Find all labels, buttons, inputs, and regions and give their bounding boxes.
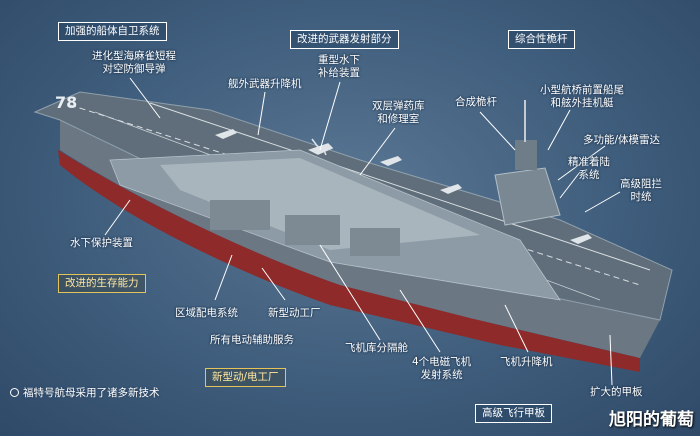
box-new-power-plant: 新型动/电工厂: [205, 368, 286, 387]
aircraft-2: [380, 156, 402, 166]
island-top: [515, 140, 537, 170]
footnote: 福特号航母采用了诸多新技术: [10, 385, 160, 400]
label-underwater-protection: 水下保护装置: [70, 237, 133, 249]
watermark: 旭阳的葡萄: [609, 410, 694, 430]
compartment-2: [285, 215, 340, 245]
label-aircraft-elevator: 飞机升降机: [500, 356, 553, 368]
aircraft-5: [215, 129, 237, 139]
label-magazine: 双层弹药库 和修理室: [372, 100, 425, 125]
label-composite-mast: 合成桅杆: [455, 96, 497, 108]
box-weapon-launch: 改进的武器发射部分: [290, 30, 399, 49]
label-electric-aux: 所有电动辅助服务: [210, 334, 294, 346]
box-survivability: 改进的生存能力: [58, 274, 146, 293]
compartment-1: [210, 200, 270, 230]
box-integrated-mast: 综合性桅杆: [508, 30, 575, 49]
label-weapon-elevator: 舰外武器升降机: [228, 78, 302, 90]
label-new-powerplant: 新型动工厂: [268, 307, 321, 319]
footnote-text: 福特号航母采用了诸多新技术: [23, 387, 160, 399]
box-flight-deck: 高级飞行甲板: [475, 404, 552, 423]
island: [494, 167, 561, 226]
label-emals: 4个电磁飞机 发射系统: [412, 356, 472, 381]
bullet-circle-icon: [10, 388, 19, 397]
label-aircraft-deck-area: 飞机库分隔舱: [345, 342, 408, 354]
aircraft-3: [440, 184, 462, 194]
hull-side: [60, 120, 660, 358]
label-sea-sparrow: 进化型海麻雀短程 对空防御导弹: [92, 50, 176, 75]
hull-number: 78: [55, 93, 78, 112]
hangar-inner: [160, 158, 480, 250]
label-underway-replenishment: 重型水下 补给装置: [318, 54, 360, 79]
hull-red: [58, 150, 640, 372]
label-landing-system: 精准着陆 系统: [568, 156, 610, 181]
label-radar: 多功能/体模雷达: [583, 134, 661, 146]
aircraft-4: [570, 234, 592, 244]
box-hull-defense: 加强的船体自卫系统: [58, 22, 167, 41]
label-expanded-deck: 扩大的甲板: [590, 386, 643, 398]
callout-lines: [104, 77, 621, 386]
compartment-3: [350, 228, 400, 256]
label-drag-reduction: 高级阻拦 时统: [620, 178, 662, 203]
label-zonal-power: 区域配电系统: [175, 307, 238, 319]
label-small-island: 小型航桥前置船尾 和舷外挂机艇: [540, 84, 624, 109]
